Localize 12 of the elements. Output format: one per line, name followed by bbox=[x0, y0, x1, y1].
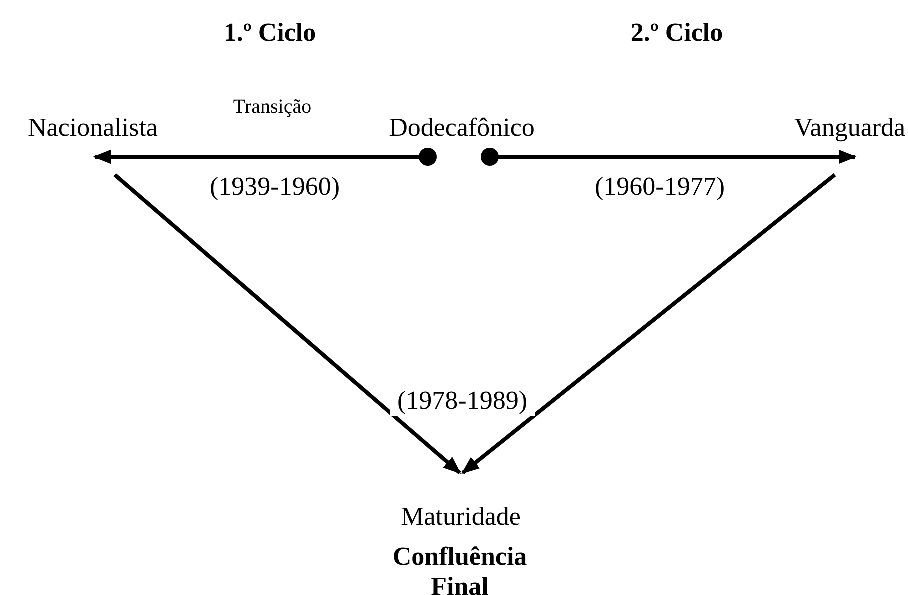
heading: 2.º Ciclo bbox=[630, 18, 724, 48]
heading: 1.º Ciclo bbox=[222, 18, 318, 48]
node-label: Vanguarda bbox=[785, 112, 908, 144]
caption: Confluência Final bbox=[392, 542, 528, 595]
node-label: Nacionalista bbox=[14, 112, 172, 144]
annotation: Transição bbox=[232, 96, 313, 119]
arrow bbox=[481, 148, 857, 166]
arrow bbox=[93, 148, 437, 166]
node-label: Maturidade bbox=[388, 501, 534, 533]
arrow bbox=[462, 173, 836, 475]
node-label: Dodecafônico bbox=[372, 112, 552, 144]
arrow bbox=[114, 173, 462, 475]
